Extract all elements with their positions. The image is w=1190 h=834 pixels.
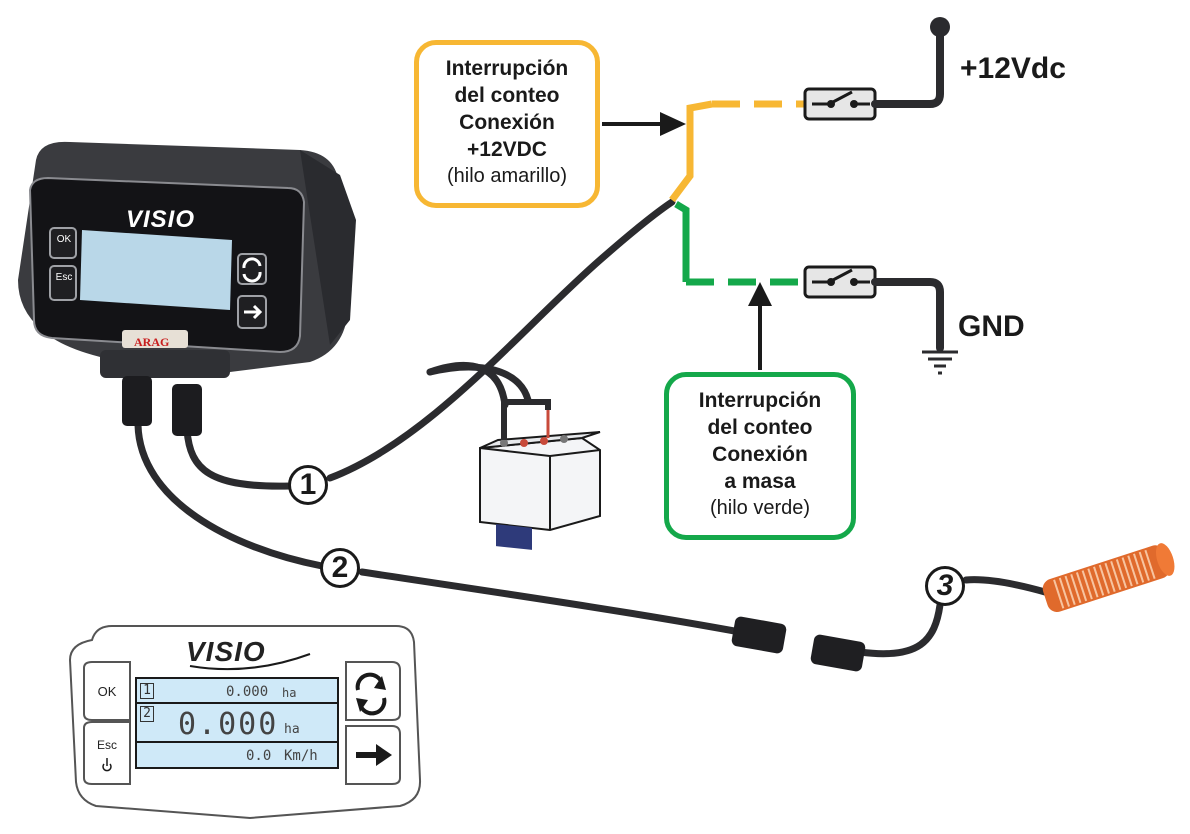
- panel-brand: VISIO: [186, 636, 266, 667]
- callout-green: Interrupción del conteo Conexión a masa …: [664, 372, 856, 540]
- ground-rail-label: GND: [958, 310, 1025, 343]
- positive-rail: [871, 26, 944, 108]
- power-icon: [102, 758, 112, 772]
- callout-green-line1: Interrupción: [698, 389, 822, 412]
- switch-icon-gnd: [803, 265, 877, 299]
- connector-female: [810, 634, 866, 672]
- positive-rail-label: +12Vdc: [960, 52, 1066, 85]
- switch-icon-12v: [803, 87, 877, 121]
- lcd-row2-index: 2: [140, 706, 154, 722]
- device-brand: VISIO: [126, 206, 196, 233]
- panel-refresh-key-shape: [345, 661, 401, 721]
- manufacturer-logo: ARAG: [134, 335, 170, 349]
- positive-terminal: [930, 17, 950, 37]
- display-panel: [68, 625, 422, 820]
- device-esc-key[interactable]: Esc: [55, 272, 73, 283]
- cable-2-label: 2: [320, 548, 360, 588]
- lcd-row2-unit: ha: [284, 722, 300, 737]
- arrow-right-icon: [356, 744, 392, 766]
- cable-3: [856, 576, 1049, 658]
- device-ok-key-shape: [49, 227, 77, 259]
- panel-esc-key[interactable]: Esc: [96, 738, 117, 752]
- panel-ok-key[interactable]: OK: [97, 684, 117, 699]
- refresh-icon: [355, 672, 387, 716]
- callout-yellow-line2: del conteo: [454, 84, 560, 107]
- callout-green-line3: Conexión: [712, 443, 808, 466]
- wire-green: [674, 200, 805, 286]
- ground-icon: [922, 350, 958, 375]
- connector-male: [731, 616, 787, 654]
- lcd-row1-value: 0.000: [226, 684, 269, 700]
- cable-1: [183, 198, 676, 490]
- device-arrow-right-icon: [244, 304, 263, 320]
- green-callout-arrow: [748, 282, 772, 370]
- panel-esc-key-shape: [83, 721, 131, 785]
- callout-yellow: Interrupción del conteo Conexión +12VDC …: [414, 40, 600, 208]
- lcd-row3-value: 0.0: [246, 748, 272, 764]
- battery-icon: [479, 399, 601, 550]
- device-refresh-icon: [242, 257, 262, 283]
- callout-yellow-line4: +12VDC: [467, 138, 547, 161]
- lcd-row1-unit: ha: [282, 686, 297, 700]
- cable-2: [134, 421, 744, 636]
- visio-device: [18, 141, 356, 436]
- lcd-row2-value: 0.000: [178, 707, 279, 742]
- callout-yellow-line3: Conexión: [459, 111, 555, 134]
- cable-1-label: 1: [288, 465, 328, 505]
- callout-green-line4: a masa: [724, 470, 796, 493]
- panel-ok-key-shape: [83, 661, 131, 721]
- callout-yellow-note: (hilo amarillo): [446, 165, 568, 187]
- cable-3-label: 3: [925, 566, 965, 606]
- yellow-callout-arrow: [602, 112, 686, 136]
- callout-green-note: (hilo verde): [709, 497, 811, 519]
- ground-rail: [871, 278, 944, 352]
- lcd-row3-unit: Km/h: [284, 748, 318, 764]
- panel-brand-swoosh: [189, 653, 311, 671]
- callout-green-line2: del conteo: [707, 416, 813, 439]
- sensor-icon: [1042, 543, 1175, 612]
- callout-yellow-line1: Interrupción: [445, 57, 569, 80]
- lcd-row1-index: 1: [140, 683, 154, 699]
- device-ok-key[interactable]: OK: [56, 234, 72, 245]
- device-esc-key-shape: [49, 265, 77, 301]
- wire-yellow: [669, 100, 805, 203]
